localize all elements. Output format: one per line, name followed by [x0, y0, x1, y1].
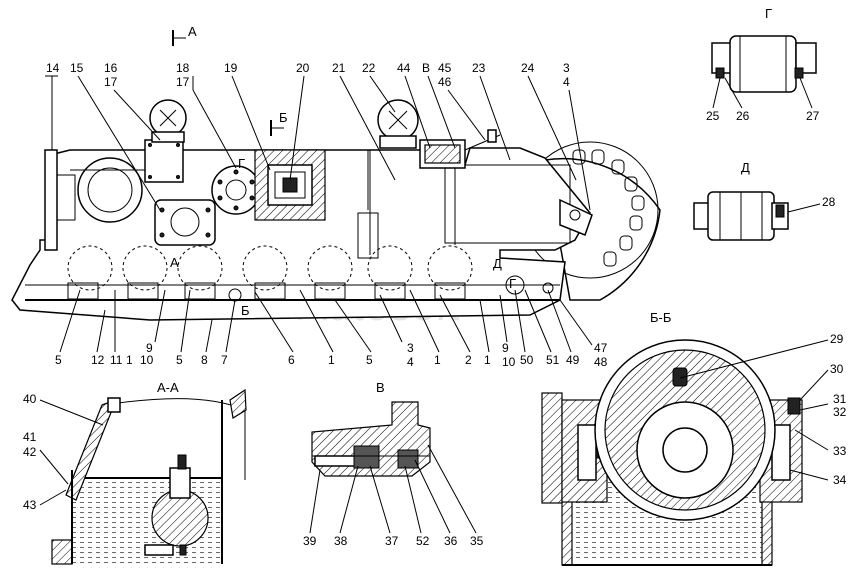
view-d: Д 28	[693, 160, 836, 241]
view-v: В 39 38 37 52 36 35	[303, 380, 484, 548]
callout-19: 19	[224, 61, 238, 75]
callout-10a: 10	[140, 353, 154, 367]
callout-51: 51	[546, 353, 560, 367]
callout-50: 50	[520, 353, 534, 367]
callout-47: 47	[594, 341, 608, 355]
callout-40: 40	[23, 392, 37, 406]
callout-7: 7	[221, 353, 228, 367]
view-g: Г 25 26 27	[706, 6, 820, 123]
section-aa: А-А 40 41 42 43	[23, 380, 247, 565]
callout-23: 23	[472, 61, 486, 75]
label-d-body: Д	[493, 256, 502, 271]
callout-27: 27	[806, 109, 820, 123]
label-a-body: А	[170, 255, 179, 270]
callout-6: 6	[288, 353, 295, 367]
section-bb: Б-Б 29 30 31 32 33 34	[541, 310, 847, 566]
label-g-side: Г	[509, 276, 516, 291]
callout-34: 34	[833, 473, 847, 487]
callout-20: 20	[296, 61, 310, 75]
callout-1d: 1	[484, 353, 491, 367]
callout-9b: 9	[502, 341, 509, 355]
callout-1a: 1	[126, 353, 133, 367]
label-b-body: Б	[241, 303, 250, 318]
callout-17b: 17	[176, 75, 190, 89]
callout-42: 42	[23, 445, 37, 459]
callout-9a: 9	[146, 341, 153, 355]
callouts-bottom: 5 12 11 9 1 10 5 8 7 6 1 5 3 4 1 2 1 9 1…	[55, 341, 608, 369]
view-d-title: Д	[741, 160, 750, 175]
view-g-title: Г	[765, 6, 772, 21]
callout-1b: 1	[328, 353, 335, 367]
callout-5a: 5	[55, 353, 62, 367]
idler-teeth	[572, 149, 645, 267]
callout-22: 22	[362, 61, 376, 75]
callout-48: 48	[594, 355, 608, 369]
callout-43: 43	[23, 498, 37, 512]
section-arrow-a-label: А	[188, 24, 197, 39]
callout-2: 2	[465, 353, 472, 367]
callout-39: 39	[303, 534, 317, 548]
callout-25: 25	[706, 109, 720, 123]
callout-49: 49	[566, 353, 580, 367]
callout-1c: 1	[434, 353, 441, 367]
callout-44: 44	[397, 61, 411, 75]
section-bb-title: Б-Б	[650, 310, 671, 325]
callout-11: 11	[110, 353, 123, 367]
leaders-bottom	[59, 289, 593, 353]
section-arrow-b-label: Б	[279, 110, 288, 125]
callout-18: 18	[176, 61, 190, 75]
callout-46: 46	[438, 75, 452, 89]
callout-16: 16	[104, 61, 118, 75]
callout-37: 37	[385, 534, 399, 548]
callout-52: 52	[416, 534, 430, 548]
callout-30: 30	[830, 362, 844, 376]
callout-10b: 10	[502, 355, 516, 369]
callout-12: 12	[91, 353, 105, 367]
callout-5c: 5	[366, 353, 373, 367]
callout-24: 24	[521, 61, 535, 75]
callouts-top: 14 15 16 17 18 17 19 20 21 22 44 В 45 46…	[46, 61, 570, 89]
track-rollers	[67, 245, 473, 291]
callout-v-top: В	[422, 61, 430, 75]
callout-35: 35	[470, 534, 484, 548]
callout-4-bot: 4	[407, 355, 414, 369]
callout-28: 28	[822, 195, 836, 209]
callout-26: 26	[736, 109, 750, 123]
callout-14: 14	[46, 61, 60, 75]
section-aa-title: А-А	[157, 380, 179, 395]
callout-5b: 5	[176, 353, 183, 367]
callout-32: 32	[833, 405, 847, 419]
callout-36: 36	[444, 534, 458, 548]
callout-21: 21	[332, 61, 346, 75]
callout-29: 29	[830, 332, 844, 346]
callout-3-bot: 3	[407, 341, 414, 355]
callout-38: 38	[334, 534, 348, 548]
label-g-body: Г	[238, 156, 245, 171]
callout-41: 41	[23, 430, 37, 444]
main-view: А Б	[11, 24, 661, 369]
callout-33: 33	[833, 444, 847, 458]
view-v-title: В	[376, 380, 385, 395]
callout-4-top: 4	[563, 75, 570, 89]
callout-17a: 17	[104, 75, 118, 89]
bottom-bolts	[67, 275, 554, 302]
callout-8: 8	[201, 353, 208, 367]
callout-31: 31	[833, 392, 847, 406]
callout-15: 15	[70, 61, 84, 75]
leaders-top	[45, 75, 591, 211]
callout-45: 45	[438, 61, 452, 75]
callout-3-top: 3	[563, 61, 570, 75]
